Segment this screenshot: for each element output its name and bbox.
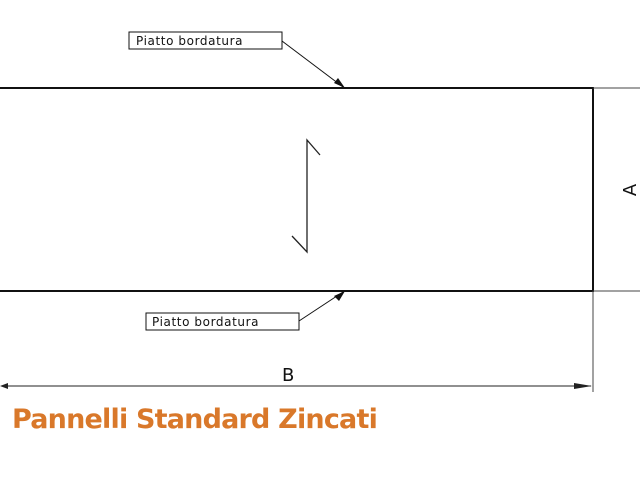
top-callout-label: Piatto bordatura: [136, 34, 243, 48]
dimension-b: B: [0, 291, 594, 392]
top-callout-box: [128, 31, 283, 50]
dimension-b-label: B: [282, 365, 294, 386]
dimension-a-label: A: [620, 183, 640, 196]
page-caption: Pannelli Standard Zincati: [12, 404, 378, 435]
bottom-callout-box: [145, 312, 300, 331]
dimension-a: A: [593, 87, 640, 292]
top-callout: Piatto bordatura: [128, 31, 345, 88]
top-callout-leader: [281, 40, 344, 88]
section-break-mark: [291, 138, 321, 254]
bottom-callout-arrowhead: [334, 291, 345, 301]
panel-outline: [0, 87, 594, 292]
top-callout-arrowhead: [334, 78, 345, 88]
dimension-b-arrow-right: [574, 383, 592, 389]
bottom-callout: Piatto bordatura: [145, 291, 345, 331]
bottom-callout-label: Piatto bordatura: [152, 315, 259, 329]
dimension-b-arrow-left: [0, 383, 8, 389]
